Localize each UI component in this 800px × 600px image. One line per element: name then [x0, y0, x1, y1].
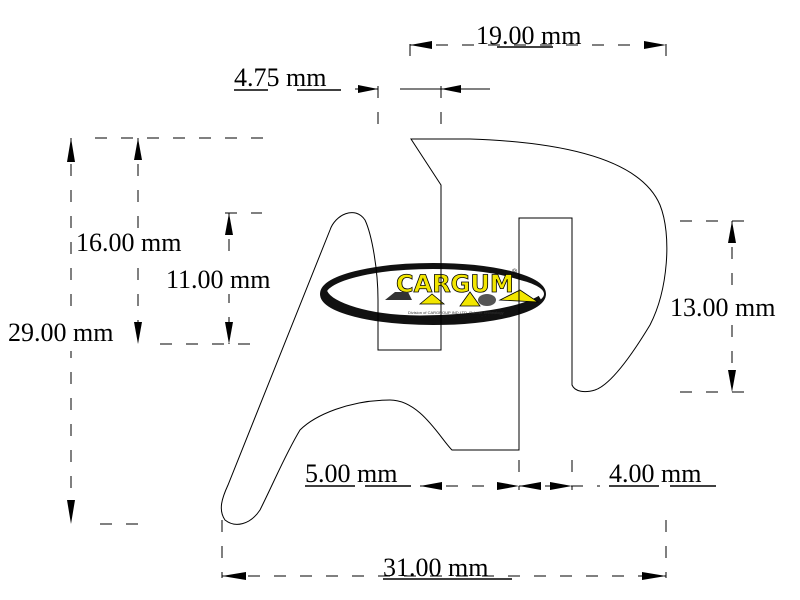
dimension-slot-height: 11.00 mm [164, 213, 290, 344]
dimension-left-height: 16.00 mm [74, 138, 200, 344]
bottom-right-width-label: 4.00 mm [609, 459, 701, 488]
dimension-gap-width: 4.75 mm [234, 63, 490, 128]
dimension-overall-width: 31.00 mm [221, 520, 667, 582]
slot-height-label: 11.00 mm [166, 265, 270, 294]
cargum-logo: CARGUM ® Division of CARGROUP IND.LTD. R… [320, 263, 546, 325]
logo-wordmark: CARGUM [396, 270, 514, 298]
overall-height-label: 29.00 mm [8, 318, 113, 347]
dimension-right-height: 13.00 mm [666, 220, 798, 393]
dimension-bottom-widths: 5.00 mm 4.00 mm [305, 459, 716, 490]
logo-wheel-icon [478, 294, 496, 306]
logo-registered-mark: ® [512, 268, 518, 276]
logo-tagline: Division of CARGROUP IND.LTD. Rubber Tec… [408, 310, 504, 315]
left-height-label: 16.00 mm [76, 228, 181, 257]
overall-width-label: 31.00 mm [383, 553, 488, 582]
gap-width-label: 4.75 mm [234, 63, 326, 92]
logo-triangle-icon [459, 291, 481, 307]
dimension-overall-height: 29.00 mm [4, 138, 134, 524]
bottom-left-width-label: 5.00 mm [305, 459, 397, 488]
right-height-label: 13.00 mm [670, 293, 775, 322]
logo-car-icon [385, 292, 412, 300]
logo-triangle-icon [418, 293, 446, 305]
rubber-profile-outline [220, 138, 668, 525]
top-width-label: 19.00 mm [476, 21, 581, 50]
left-extension-lines [95, 137, 265, 525]
dimension-top-width: 19.00 mm [409, 21, 667, 70]
